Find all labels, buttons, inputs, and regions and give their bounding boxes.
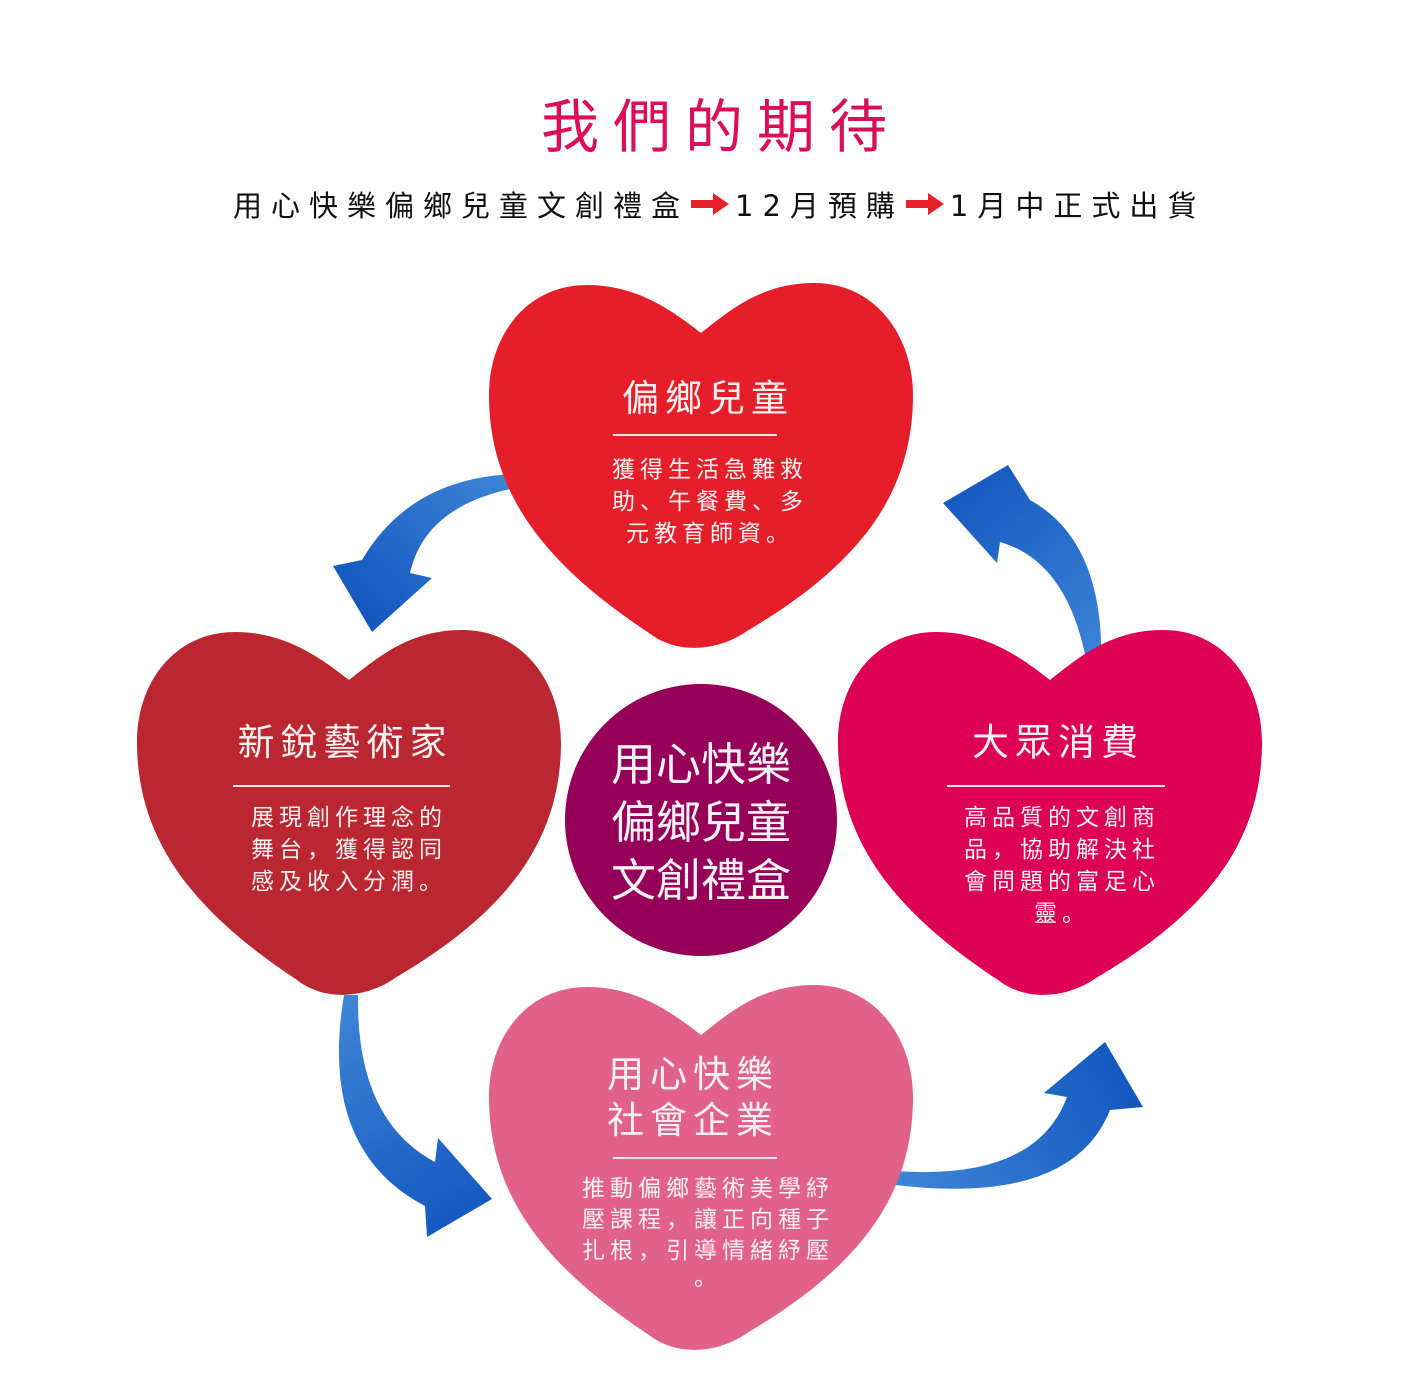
heart-top: 偏鄉兒童	[560, 376, 850, 422]
subtitle-timeline: 用心快樂偏鄉兒童文創禮盒 12月預購 1月中正式出貨	[233, 184, 1205, 224]
heart-top-divider	[613, 434, 777, 436]
heart-left-body-line: 感及收入分潤。	[251, 869, 447, 895]
heart-top-body-line: 助、午餐費、多	[612, 489, 808, 515]
heart-shape-bottom	[489, 985, 913, 1350]
subtitle-preorder: 12月預購	[735, 189, 904, 223]
curved-arrow-icon	[895, 1042, 1143, 1189]
heart-top-body: 獲得生活急難救 助、午餐費、多 元教育師資。	[560, 454, 855, 550]
red-right-arrow-icon	[691, 193, 730, 215]
heart-right-body-line: 高品質的文創商	[964, 805, 1160, 831]
heart-left-title: 新銳藝術家	[237, 721, 453, 764]
center-label: 用心快樂 偏鄉兒童 文創禮盒	[571, 736, 831, 910]
heart-shape-top	[489, 283, 913, 648]
heart-right-divider	[947, 785, 1165, 787]
heart-left-body-line: 舞台，獲得認同	[251, 837, 447, 863]
heart-bottom-divider	[613, 1157, 777, 1159]
subtitle-shipping: 1月中正式出貨	[949, 189, 1206, 223]
curved-arrow-icon	[333, 474, 515, 632]
heart-shape-left	[137, 630, 561, 995]
heart-top-body-line: 元教育師資。	[626, 521, 794, 547]
center-label-line: 文創禮盒	[610, 854, 791, 907]
heart-bottom-body-line: 扎根，引導情緒紓壓	[582, 1238, 834, 1264]
heart-bottom-body: 推動偏鄉藝術美學紓 壓課程，讓正向種子 扎根，引導情緒紓壓 。	[548, 1174, 863, 1291]
center-label-line: 用心快樂	[610, 738, 791, 791]
heart-right-body: 高品質的文創商 品，協助解決社 會問題的富足心 靈。	[912, 802, 1207, 930]
heart-bottom-body-line: 。	[694, 1265, 722, 1291]
heart-top-body-line: 獲得生活急難救	[612, 457, 808, 483]
heart-left-body: 展現創作理念的 舞台，獲得認同 感及收入分潤。	[199, 802, 494, 898]
heart-right-body-line: 品，協助解決社	[964, 837, 1160, 863]
center-label-line: 偏鄉兒童	[610, 796, 791, 849]
subtitle-product: 用心快樂偏鄉兒童文創禮盒	[233, 189, 690, 223]
page-title: 我們的期待	[540, 93, 901, 161]
curved-arrow-icon	[943, 465, 1102, 670]
heart-left: 新銳藝術家	[197, 720, 487, 766]
center-circle	[565, 684, 837, 956]
heart-top-title: 偏鄉兒童	[622, 377, 794, 420]
heart-left-divider	[233, 785, 450, 787]
heart-shape-right	[838, 630, 1262, 995]
heart-bottom-title-line: 社會企業	[607, 1099, 779, 1142]
heart-left-body-line: 展現創作理念的	[251, 805, 447, 831]
heart-bottom-title-line: 用心快樂	[607, 1053, 779, 1096]
heart-bottom: 用心快樂 社會企業	[545, 1052, 835, 1144]
heart-bottom-body-line: 壓課程，讓正向種子	[582, 1207, 834, 1233]
heart-right-body-line: 靈。	[1034, 901, 1090, 927]
heart-right-title: 大眾消費	[972, 721, 1144, 764]
heart-bottom-body-line: 推動偏鄉藝術美學紓	[582, 1176, 834, 1202]
red-right-arrow-icon	[905, 193, 944, 215]
curved-arrow-icon	[338, 995, 492, 1237]
heart-right-body-line: 會問題的富足心	[964, 869, 1160, 895]
heart-right: 大眾消費	[910, 720, 1200, 766]
